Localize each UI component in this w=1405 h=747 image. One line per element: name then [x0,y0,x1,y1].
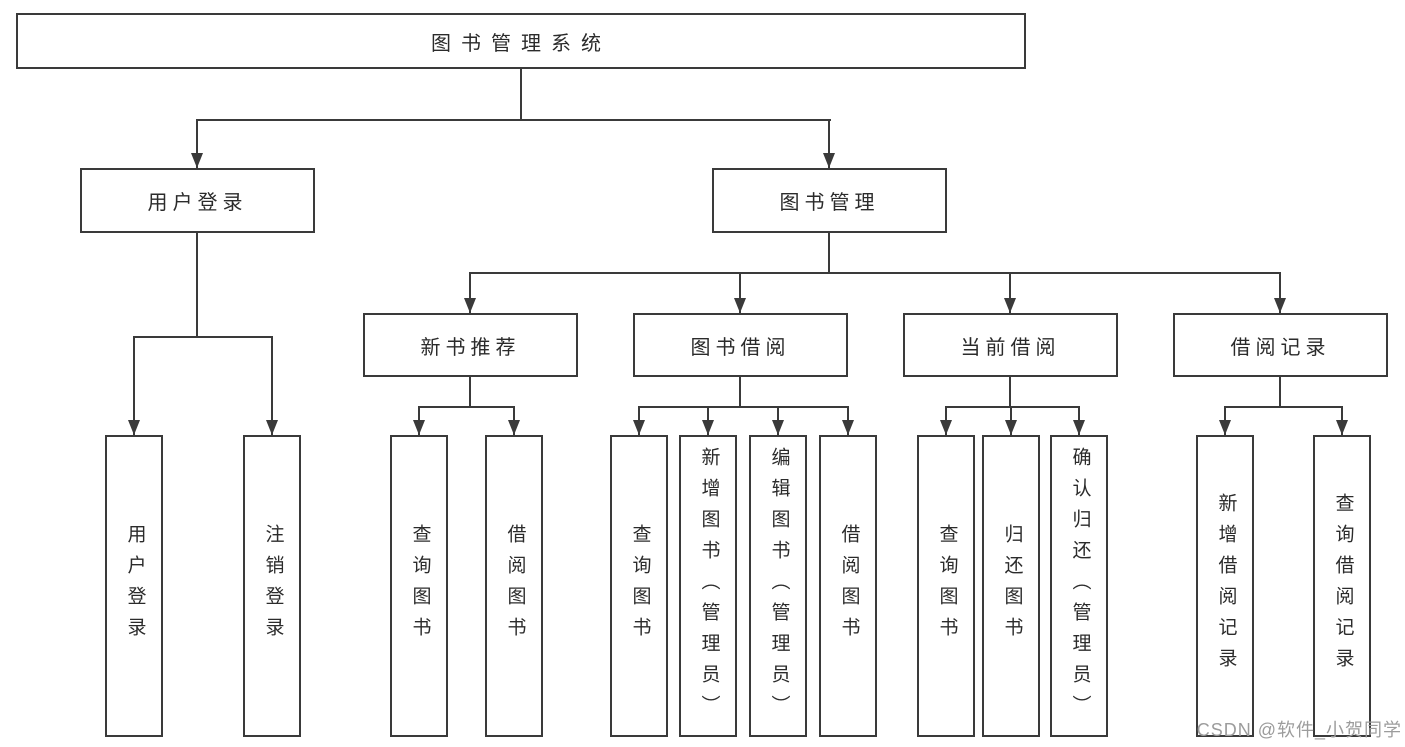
node-label: 图书借阅 [690,336,791,359]
connector-book-management-branch [469,272,1281,274]
node-library-management-system: 图书管理系统 [16,13,1026,69]
node-add-books-admin: 新增图书（管理员） [679,435,737,737]
node-label: 图书管理系统 [431,32,611,55]
connector-root-branch [196,119,831,121]
connector-book-management-stem [828,233,830,272]
connector-current-borrowing-branch [945,406,1080,408]
connector-arrow-book-management [823,119,835,168]
node-query-books-2: 查询图书 [610,435,668,737]
connector-arrow-confirm-return [1073,406,1085,435]
node-book-borrowing: 图书借阅 [633,313,848,377]
node-label: 编辑图书（管理员） [768,446,790,726]
connector-arrow-return-books [1005,406,1017,435]
node-label: 注销登录 [262,524,284,648]
node-label: 归还图书 [1001,524,1023,648]
connector-root-stem [520,69,522,119]
connector-arrow-query-borrow-record [1336,406,1348,435]
node-edit-books-admin: 编辑图书（管理员） [749,435,807,737]
connector-arrow-logout [266,336,278,435]
connector-arrow-add-borrow-record [1219,406,1231,435]
connector-book-borrowing-branch [638,406,849,408]
node-label: 查询借阅记录 [1332,493,1354,679]
node-user-login-leaf: 用户登录 [105,435,163,737]
node-borrow-books-1: 借阅图书 [485,435,543,737]
node-label: 借阅记录 [1230,336,1331,359]
node-label: 当前借阅 [960,336,1061,359]
node-label: 确认归还（管理员） [1069,446,1091,726]
node-label: 查询图书 [936,524,958,648]
node-label: 新书推荐 [420,336,521,359]
node-label: 借阅图书 [838,524,860,648]
connector-arrow-borrow-books-1 [508,406,520,435]
node-query-books-1: 查询图书 [390,435,448,737]
node-borrowing-records: 借阅记录 [1173,313,1388,377]
connector-arrow-edit-books [772,406,784,435]
node-query-borrow-record: 查询借阅记录 [1313,435,1371,737]
node-add-borrow-record: 新增借阅记录 [1196,435,1254,737]
connector-arrow-book-borrowing [734,272,746,313]
connector-new-book-branch [418,406,515,408]
connector-borrowing-records-branch [1224,406,1343,408]
node-label: 图书管理 [779,192,880,214]
csdn-watermark: CSDN @软件_小贺同学 [1196,720,1402,740]
node-label: 查询图书 [409,524,431,648]
node-logout: 注销登录 [243,435,301,737]
connector-current-borrowing-stem [1009,377,1011,406]
node-label: 查询图书 [629,524,651,648]
connector-user-login-branch [133,336,273,338]
connector-arrow-query-books-3 [940,406,952,435]
connector-arrow-borrowing-records [1274,272,1286,313]
node-label: 用户登录 [124,524,146,648]
connector-borrowing-records-stem [1279,377,1281,406]
connector-arrow-new-book-recommend [464,272,476,313]
node-user-login: 用户登录 [80,168,315,233]
node-borrow-books-2: 借阅图书 [819,435,877,737]
node-new-book-recommend: 新书推荐 [363,313,578,377]
connector-arrow-query-books-2 [633,406,645,435]
connector-user-login-stem [196,233,198,336]
connector-arrow-user-login [191,119,203,168]
connector-arrow-query-books-1 [413,406,425,435]
connector-arrow-borrow-books-2 [842,406,854,435]
node-book-management: 图书管理 [712,168,947,233]
connector-arrow-add-books [702,406,714,435]
connector-book-borrowing-stem [739,377,741,406]
connector-new-book-stem [469,377,471,406]
connector-arrow-current-borrowing [1004,272,1016,313]
node-label: 新增图书（管理员） [698,446,720,726]
node-label: 新增借阅记录 [1215,493,1237,679]
node-current-borrowing: 当前借阅 [903,313,1118,377]
node-label: 用户登录 [147,192,248,214]
node-confirm-return-admin: 确认归还（管理员） [1050,435,1108,737]
node-label: 借阅图书 [504,524,526,648]
node-return-books: 归还图书 [982,435,1040,737]
node-query-books-3: 查询图书 [917,435,975,737]
connector-arrow-user-login-leaf [128,336,140,435]
